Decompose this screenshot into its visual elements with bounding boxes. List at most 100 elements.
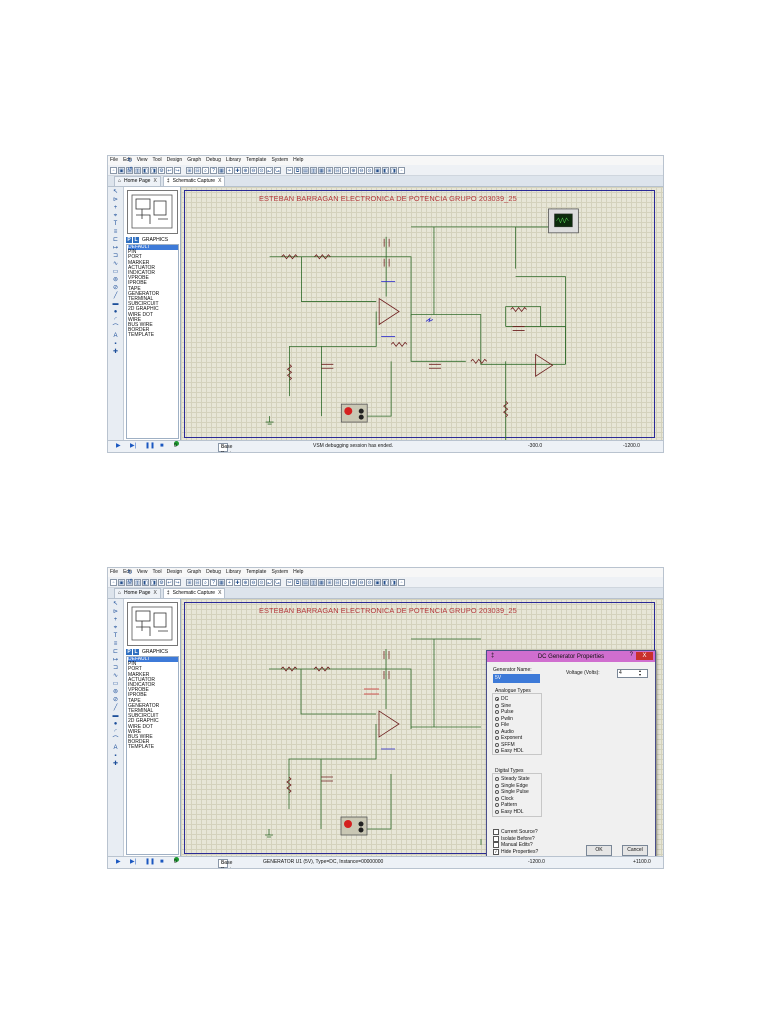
ok-button[interactable]: OK bbox=[586, 845, 612, 856]
toolbar-button-icon[interactable]: ⊕ bbox=[350, 578, 357, 586]
toolbar-button-icon[interactable]: ⧉ bbox=[294, 578, 301, 586]
step-icon[interactable]: ▶| bbox=[130, 443, 137, 449]
menu-file[interactable]: File bbox=[110, 569, 119, 575]
toolbar-button-icon[interactable]: ✂ bbox=[286, 166, 293, 174]
port-icon[interactable]: ⊐ bbox=[112, 253, 119, 259]
toolbar-button-icon[interactable]: ⤾ bbox=[266, 578, 273, 586]
graphics-mode-item[interactable]: WIRE DOT bbox=[128, 311, 153, 318]
toolbar-button-icon[interactable]: ▦ bbox=[218, 166, 225, 174]
menu-debug[interactable]: Debug bbox=[206, 157, 221, 163]
menu-debug[interactable]: Debug bbox=[206, 569, 221, 575]
bus-icon[interactable]: ≡ bbox=[113, 229, 118, 235]
toolbar-button-icon[interactable]: ▣ bbox=[118, 166, 125, 174]
arc-icon[interactable]: ◜ bbox=[114, 729, 117, 735]
graphics-mode-item[interactable]: MARKER bbox=[128, 259, 150, 266]
graphics-mode-item[interactable]: DEFAULT bbox=[128, 245, 178, 251]
step-icon[interactable]: ▶| bbox=[130, 859, 137, 865]
toolbar-button-icon[interactable]: ▤ bbox=[302, 166, 309, 174]
rotate-cw-icon[interactable]: ↻ bbox=[127, 570, 133, 576]
radio-sine[interactable]: Sine bbox=[495, 703, 511, 709]
graphics-mode-item[interactable]: PORT bbox=[128, 666, 142, 673]
graphics-mode-item[interactable]: BORDER bbox=[128, 327, 150, 334]
graphics-mode-item[interactable]: IPROBE bbox=[128, 280, 147, 287]
cancel-button[interactable]: Cancel bbox=[622, 845, 648, 856]
graphics-mode-item[interactable]: IPROBE bbox=[128, 692, 147, 699]
toolbar-button-icon[interactable]: ? bbox=[210, 166, 217, 174]
bus-icon[interactable]: ≡ bbox=[113, 641, 118, 647]
toolbar-button-icon[interactable]: ◧ bbox=[382, 166, 389, 174]
design-variant-select[interactable]: Base Design ⌵ bbox=[218, 859, 237, 868]
toolbar-button-icon[interactable]: ▥ bbox=[134, 578, 141, 586]
menu-system[interactable]: System bbox=[271, 157, 289, 163]
toolbar-button-icon[interactable]: ◧ bbox=[382, 578, 389, 586]
tape-icon[interactable]: ▭ bbox=[112, 269, 119, 275]
graphics-mode-item[interactable]: TERMINAL bbox=[128, 708, 154, 715]
menu-file[interactable]: File bbox=[110, 157, 119, 163]
circle-icon[interactable]: ● bbox=[113, 309, 118, 315]
menu-library[interactable]: Library bbox=[225, 157, 242, 163]
toolbar-button-icon[interactable]: ✂ bbox=[286, 578, 293, 586]
toolbar-button-icon[interactable]: ⊙ bbox=[258, 166, 265, 174]
graphics-mode-item[interactable]: 2D GRAPHIC bbox=[128, 306, 159, 313]
text-a-icon[interactable]: A bbox=[113, 745, 118, 751]
probe-icon[interactable]: ⊘ bbox=[112, 697, 119, 703]
toolbar-button-icon[interactable]: ✚ bbox=[234, 578, 241, 586]
toolbar-button-icon[interactable]: ⚙ bbox=[158, 166, 165, 174]
overview-window[interactable] bbox=[127, 602, 178, 646]
toolbar-button-icon[interactable]: ▤ bbox=[302, 578, 309, 586]
radio-steady-state[interactable]: Steady State bbox=[495, 776, 530, 782]
menu-template[interactable]: Template bbox=[246, 157, 267, 163]
menu-tool[interactable]: Tool bbox=[152, 157, 162, 163]
pause-icon[interactable]: ❚❚ bbox=[145, 859, 156, 865]
radio-easy-hdl-digital[interactable]: Easy HDL bbox=[495, 809, 524, 815]
toolbar-button-icon[interactable]: ◨ bbox=[150, 578, 157, 586]
box-icon[interactable]: ▬ bbox=[112, 713, 119, 719]
toolbar-button-icon[interactable]: ▣ bbox=[374, 578, 381, 586]
component-icon[interactable]: ⊳ bbox=[112, 609, 119, 615]
toolbar-button-icon[interactable]: ⊙ bbox=[258, 578, 265, 586]
wire-label-icon[interactable]: ⌖ bbox=[113, 213, 118, 219]
radio-clock[interactable]: Clock bbox=[495, 796, 514, 802]
toolbar-button-icon[interactable]: ⤿ bbox=[274, 166, 281, 174]
radio-pattern[interactable]: Pattern bbox=[495, 802, 517, 808]
marker-icon[interactable]: ✚ bbox=[112, 761, 119, 767]
toolbar-button-icon[interactable]: ⊙ bbox=[366, 166, 373, 174]
close-icon[interactable]: X bbox=[636, 652, 653, 660]
toolbar-button-icon[interactable]: + bbox=[226, 578, 233, 586]
probe-icon[interactable]: ⊘ bbox=[112, 285, 119, 291]
menu-view[interactable]: View bbox=[136, 569, 148, 575]
library-manager-button[interactable]: L bbox=[133, 236, 139, 243]
graphics-mode-item[interactable]: INDICATOR bbox=[128, 270, 156, 277]
path-icon[interactable]: ⌒ bbox=[112, 737, 119, 743]
toolbar-button-icon[interactable]: ⊟ bbox=[194, 166, 201, 174]
voltage-input[interactable]: 4 bbox=[617, 669, 648, 678]
toolbar-button-icon[interactable]: ⊕ bbox=[242, 166, 249, 174]
menu-system[interactable]: System bbox=[271, 569, 289, 575]
graph-icon[interactable]: ∿ bbox=[112, 673, 119, 679]
radio-sffm[interactable]: SFFM bbox=[495, 742, 515, 748]
toolbar-button-icon[interactable]: ↩ bbox=[166, 578, 173, 586]
graphics-mode-item[interactable]: TERMINAL bbox=[128, 296, 154, 303]
line-icon[interactable]: ╱ bbox=[113, 705, 118, 711]
generator-icon[interactable]: ⊚ bbox=[112, 277, 119, 283]
toolbar-button-icon[interactable]: ⊟ bbox=[194, 578, 201, 586]
toolbar-button-icon[interactable]: ▣ bbox=[374, 166, 381, 174]
toolbar-button-icon[interactable]: ▥ bbox=[134, 166, 141, 174]
toolbar-button-icon[interactable]: ⊖ bbox=[250, 578, 257, 586]
graphics-mode-item[interactable]: WIRE bbox=[128, 728, 142, 735]
stop-icon[interactable]: ■ bbox=[160, 859, 164, 865]
toolbar-button-icon[interactable]: ⤿ bbox=[274, 578, 281, 586]
graphics-mode-item[interactable]: 2D GRAPHIC bbox=[128, 718, 159, 725]
toolbar-button-icon[interactable]: ⊞ bbox=[186, 578, 193, 586]
menu-help[interactable]: Help bbox=[293, 157, 304, 163]
menu-design[interactable]: Design bbox=[166, 569, 183, 575]
toolbar-button-icon[interactable]: ⊖ bbox=[358, 166, 365, 174]
menu-graph[interactable]: Graph bbox=[187, 157, 202, 163]
current-source-checkbox[interactable]: Current Source? bbox=[493, 829, 538, 835]
pick-devices-button[interactable]: P bbox=[126, 648, 132, 655]
graphics-mode-item[interactable]: ACTUATOR bbox=[128, 676, 156, 683]
tape-icon[interactable]: ▭ bbox=[112, 681, 119, 687]
toolbar-button-icon[interactable]: ▦ bbox=[318, 578, 325, 586]
pause-icon[interactable]: ❚❚ bbox=[145, 443, 156, 449]
